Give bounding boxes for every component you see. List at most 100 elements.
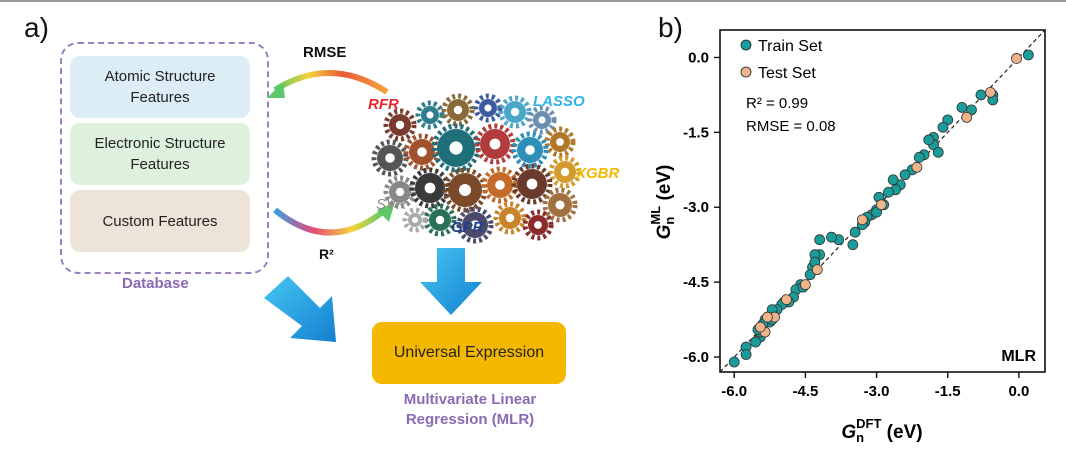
x-tick-label: -3.0 [864,383,890,400]
y-tick-label: -1.5 [683,124,709,141]
custom-features-label: Custom Features [102,212,218,230]
y-tick-label: -6.0 [683,349,709,366]
test-point [961,111,973,123]
gear-hub [395,120,405,130]
gear-hub [470,220,480,230]
gear-hub [560,167,570,177]
y-tick-label: -3.0 [683,199,709,216]
gear-hub [484,104,492,112]
test-point [781,294,792,306]
gear-hub [510,107,520,117]
atomic-structure-box: Atomic Structure Features [70,56,250,118]
gear-teeth [548,155,582,189]
x-axis-title: GnDFT (eV) [841,416,922,445]
algo-rfr-label: RFR [368,96,399,113]
algo-xgbr-label: XGBR [576,165,620,182]
train-point [937,121,949,133]
gear-hub [495,180,505,190]
cycle-arrows [267,70,395,236]
x-tick-label: -1.5 [935,383,961,400]
diagonal-arrow-icon [264,276,336,342]
test-point [762,311,773,323]
algo-svr-label: SVR [376,196,407,213]
gear-hub [555,200,565,210]
test-point [800,279,811,291]
gear-teeth [456,206,494,244]
train-point [750,336,761,348]
legend-test-marker [740,66,752,78]
top-rule [0,0,1066,2]
x-tick-label: -4.5 [792,383,818,400]
test-point [754,321,766,333]
gear-hub [417,147,427,157]
database-label: Database [122,275,189,292]
stats-rmse: RMSE = 0.08 [746,118,836,135]
gear-teeth [522,209,554,241]
gear-teeth [544,126,576,158]
train-point [728,356,740,368]
universal-expression-box: Universal Expression [372,322,566,384]
plot-frame [719,29,1046,373]
universal-expression-label: Universal Expression [393,344,545,361]
gear-hub [489,138,501,150]
panel-a-label: a) [24,12,49,43]
x-tick-label: -6.0 [721,383,747,400]
gear-hub [526,178,538,190]
gear-hub [459,184,471,196]
gear-brain-icon [371,93,582,244]
legend-test-label: Test Set [758,65,816,82]
panel-b-label: b) [658,12,683,43]
train-point [923,134,935,146]
train-point [740,349,752,360]
electronic-structure-box: Electronic Structure Features [70,123,250,185]
y-tick-label: -4.5 [683,274,709,291]
r2-arrow-arc [273,207,387,236]
train-point [899,169,911,181]
gear-teeth [511,163,553,205]
gear-hub [538,116,546,124]
train-point [932,146,944,158]
database-frame [60,42,269,274]
legend-train-marker [740,39,752,51]
rmse-arrowhead-icon [267,82,285,98]
test-point [856,214,868,226]
gear-hub [525,145,535,155]
rmse-arrow-arc [273,70,389,95]
gear-hub [435,215,445,225]
stats-r2: R² = 0.99 [746,95,808,112]
rmse-label: RMSE [303,44,347,61]
gear-teeth [409,167,451,209]
gear-teeth [511,131,549,169]
train-point [814,234,826,246]
r2-arrowhead-icon [377,202,395,222]
train-point [826,231,837,243]
gear-hub [453,105,463,115]
legend-train-label: Train Set [758,38,823,55]
x-tick-label: 0.0 [1008,383,1029,400]
train-point [975,89,987,101]
custom-features-box: Custom Features [70,190,250,252]
y-tick-label: 0.0 [688,49,709,66]
train-point [1022,49,1034,61]
electronic-structure-label: Electronic Structure Features [94,135,226,173]
gear-teeth [527,105,557,135]
gear-teeth [441,93,475,127]
gear-teeth [542,187,578,223]
gear-teeth [383,175,417,209]
train-point [956,101,968,113]
gear-teeth [493,201,527,235]
mlr-caption-line1: Multivariate Linear [403,391,537,408]
gear-hub [556,138,564,146]
atomic-structure-label: Atomic Structure Features [104,68,216,106]
gear-hub [424,182,436,194]
r2-label: R² [319,246,334,262]
gear-teeth [415,100,445,130]
gear-teeth [498,95,532,129]
test-point [985,87,996,98]
test-point [911,161,923,173]
train-point [883,186,894,198]
gear-hub [505,213,515,223]
train-point [887,174,899,186]
flow-arrows [264,248,482,342]
